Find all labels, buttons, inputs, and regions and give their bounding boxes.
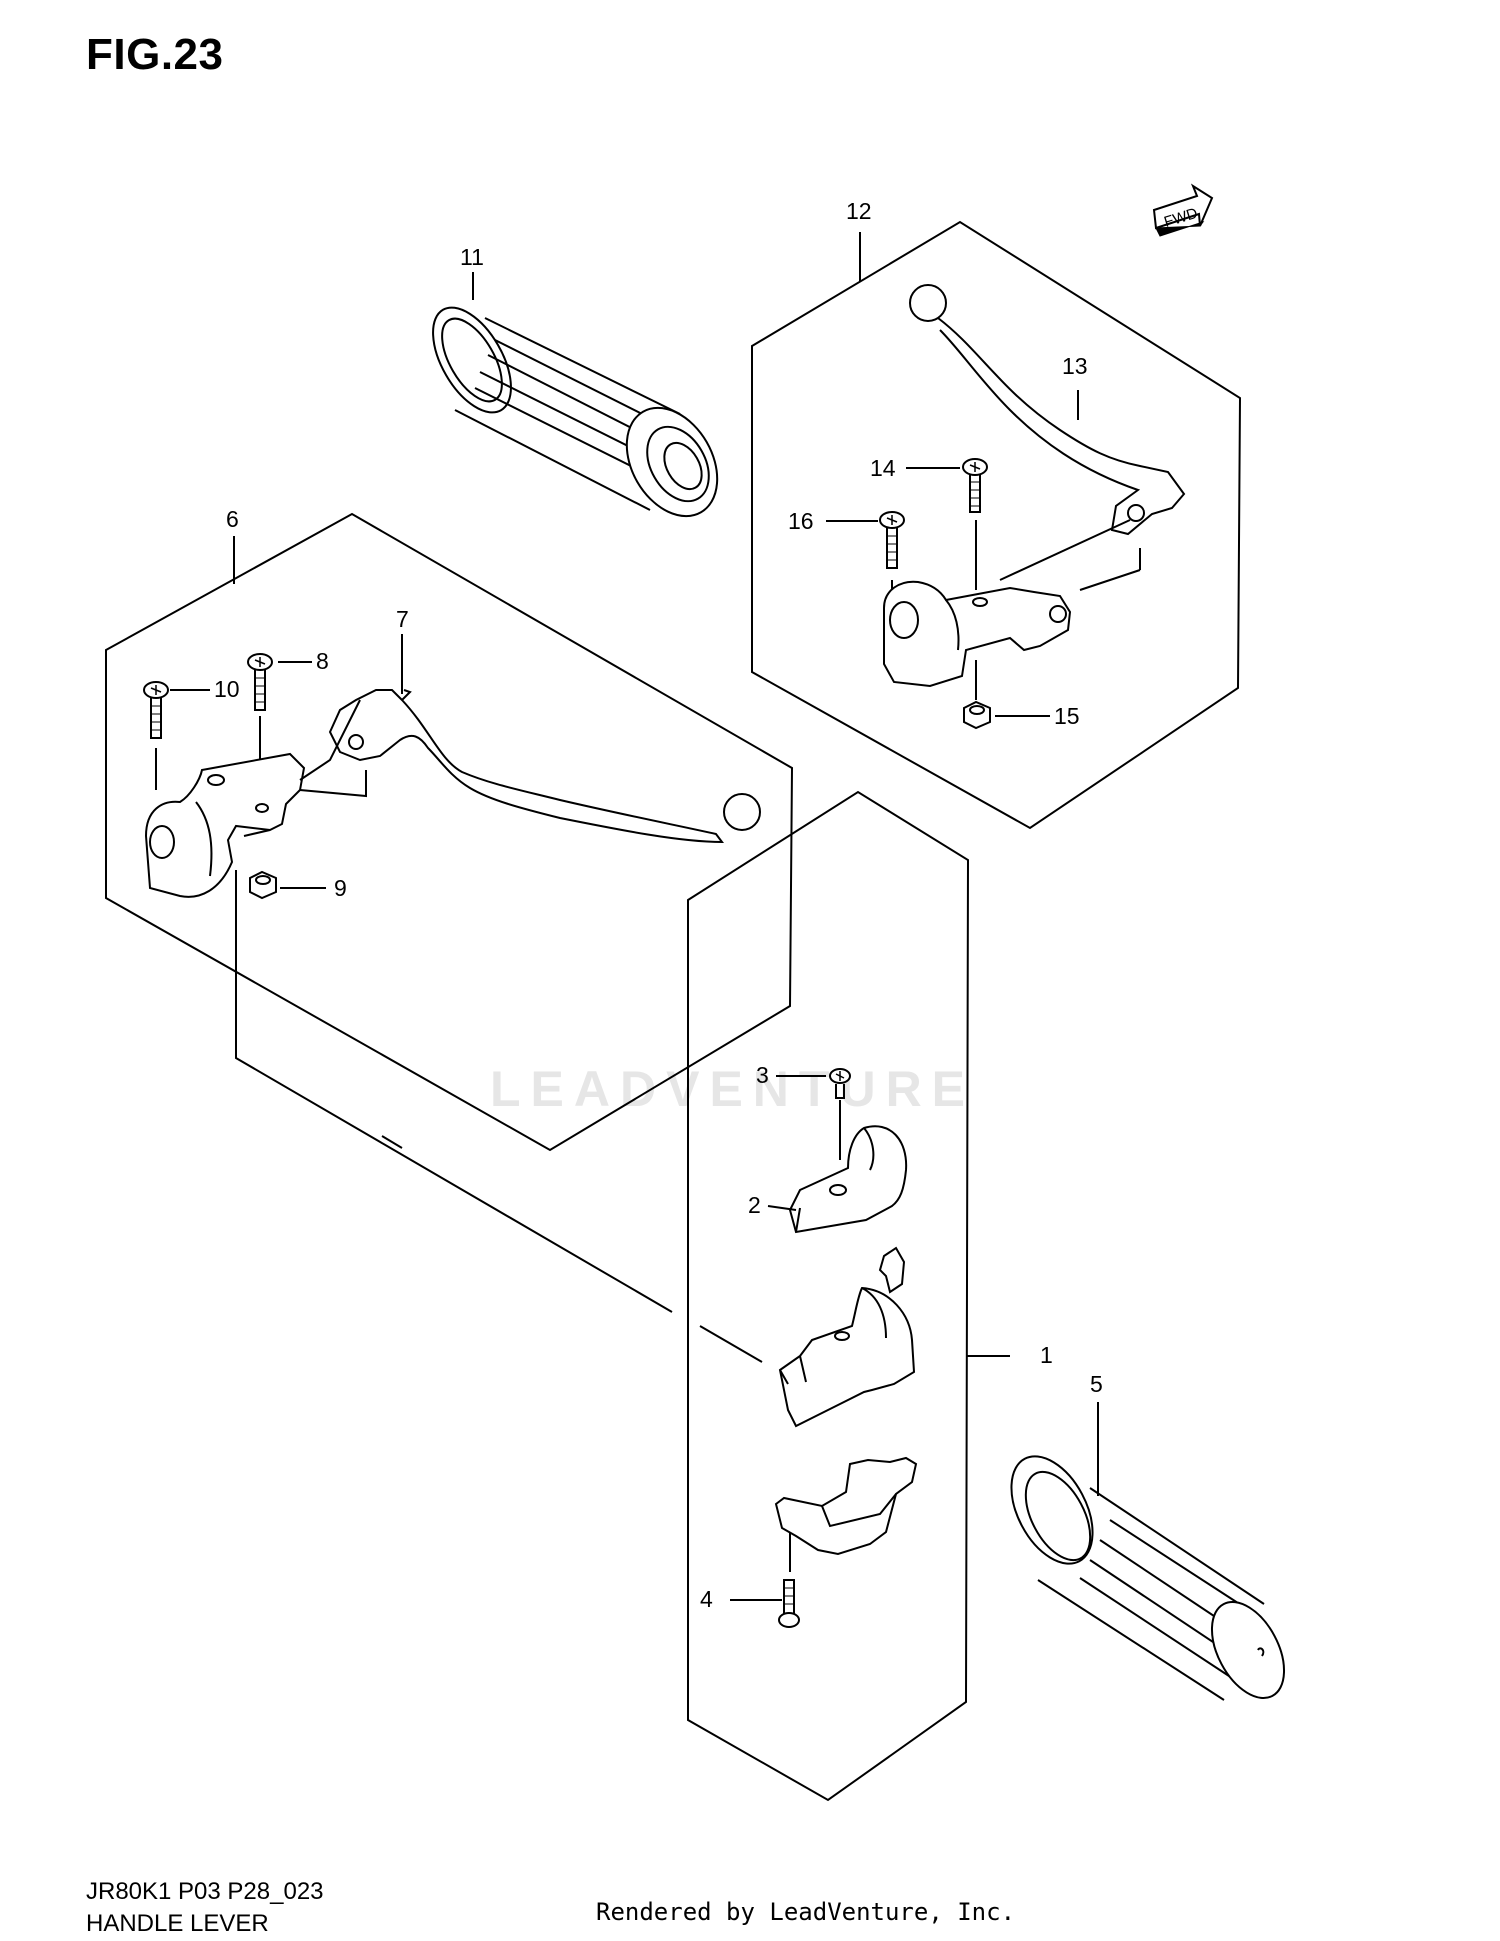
lever-13 [909, 284, 1186, 536]
callout-12: 12 [846, 198, 872, 224]
lever-holder-left [144, 752, 306, 898]
switch-housing-lower [774, 1456, 918, 1556]
callout-5: 5 [1090, 1371, 1103, 1397]
group-1-outline [687, 790, 970, 1802]
screw-10 [143, 681, 169, 739]
clip-part [878, 1246, 906, 1294]
screw-8 [247, 653, 273, 711]
lever-7 [328, 689, 761, 844]
watermark: LEADVENTURE [490, 1061, 976, 1117]
screw-3 [829, 1068, 851, 1099]
nut-9 [249, 870, 277, 900]
callout-9: 9 [334, 875, 347, 901]
nut-15 [963, 700, 991, 730]
section-name: HANDLE LEVER [86, 1910, 269, 1937]
switch-housing-middle [778, 1286, 916, 1428]
callout-1: 1 [1040, 1342, 1053, 1368]
callout-2: 2 [748, 1192, 761, 1218]
switch-housing-upper-2 [788, 1125, 908, 1234]
throttle-grip-5 [1010, 1455, 1286, 1701]
callout-6: 6 [226, 506, 239, 532]
callout-15: 15 [1054, 703, 1080, 729]
callout-10: 10 [214, 676, 240, 702]
lever-holder-right [883, 580, 1072, 688]
callout-7: 7 [396, 606, 409, 632]
model-code: JR80K1 P03 P28_023 [86, 1878, 324, 1905]
fwd-arrow-icon: FWD [1152, 183, 1214, 237]
callout-11: 11 [460, 244, 484, 270]
callout-4: 4 [700, 1586, 713, 1612]
callout-8: 8 [316, 648, 329, 674]
callout-14: 14 [870, 455, 896, 481]
screw-4 [778, 1579, 800, 1628]
screw-14 [962, 458, 988, 513]
figure-title: FIG.23 [86, 30, 224, 79]
grip-11 [432, 306, 719, 518]
group-12-outline [751, 220, 1242, 830]
rendered-by: Rendered by LeadVenture, Inc. [596, 1898, 1016, 1926]
screw-16 [879, 511, 905, 569]
callout-16: 16 [788, 508, 814, 534]
group-6-outline [105, 512, 794, 1152]
callout-3: 3 [756, 1062, 769, 1088]
callout-13: 13 [1062, 353, 1088, 379]
